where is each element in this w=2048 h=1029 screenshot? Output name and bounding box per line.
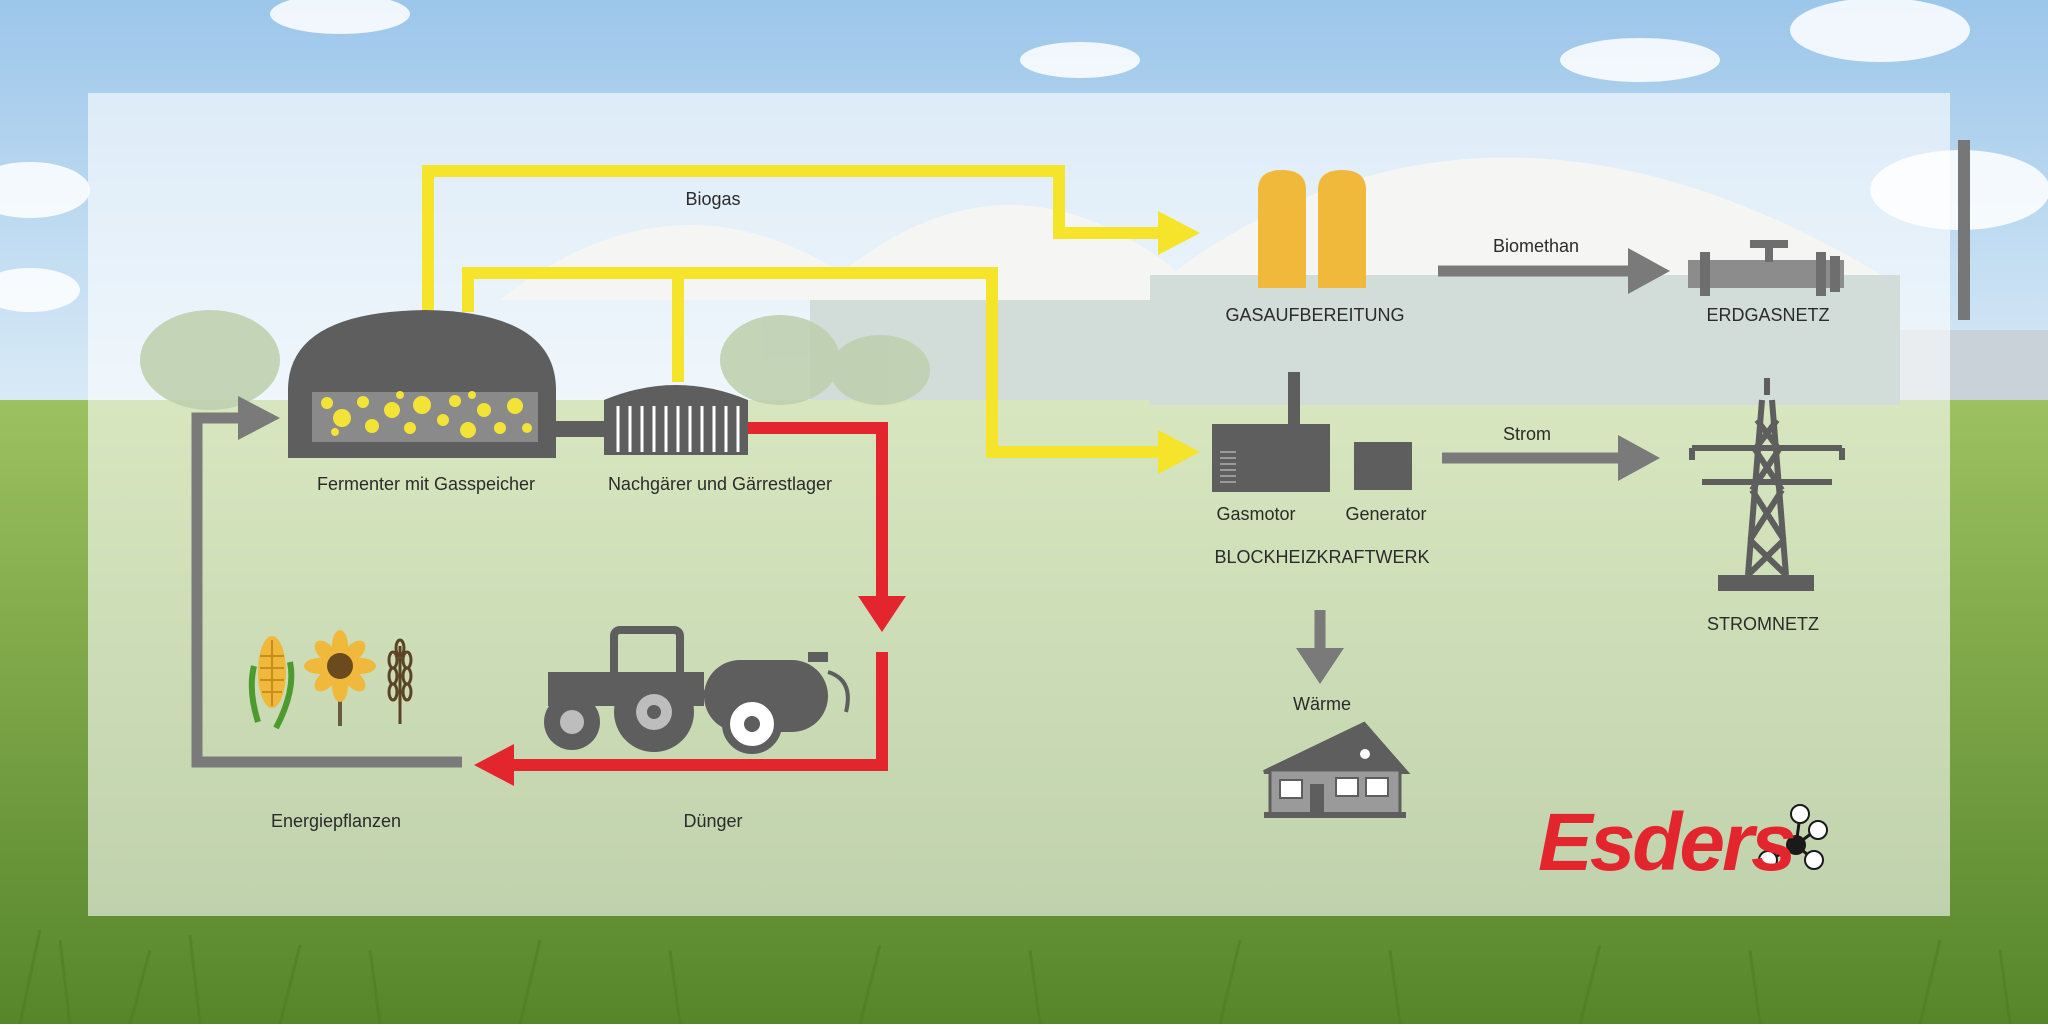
- grey-flow-lines: [191, 265, 1630, 768]
- biomethan-arrowhead: [1628, 248, 1670, 294]
- grass-blades: [18, 929, 2012, 1025]
- label-energiepflanzen: Energiepflanzen: [270, 811, 402, 831]
- label-strom: Strom: [1502, 424, 1552, 444]
- duenger-line-back: [512, 652, 888, 771]
- label-gasaufbereitung: GASAUFBEREITUNG: [1225, 305, 1405, 325]
- label-biogas: Biogas: [685, 189, 741, 209]
- fermenter-input-arrowhead: [238, 396, 280, 440]
- tractor-icon: [544, 626, 724, 752]
- energiepflanzen-loop-line: [191, 412, 462, 768]
- duenger-line-down: [748, 422, 888, 598]
- label-biomethan: Biomethan: [1492, 236, 1580, 256]
- label-fermenter: Fermenter mit Gasspeicher: [316, 474, 536, 494]
- label-erdgasnetz: ERDGASNETZ: [1706, 305, 1830, 325]
- gas-motor-icon: [1212, 372, 1330, 492]
- label-stromnetz: STROMNETZ: [1707, 614, 1819, 634]
- biogas-arrowhead-gasaufbereitung: [1158, 211, 1200, 255]
- biogas-arrowhead-bhkw: [1158, 430, 1200, 474]
- duenger-arrowhead-left: [474, 744, 514, 786]
- label-generator: Generator: [1345, 504, 1427, 524]
- wheat-icon: [387, 638, 413, 724]
- biogas-flow-lines: [422, 165, 1160, 458]
- nachgaerer-tank-icon: [604, 385, 748, 455]
- duenger-flow-lines: [512, 422, 888, 771]
- label-bhkw: BLOCKHEIZKRAFTWERK: [1214, 547, 1430, 567]
- slurry-tanker-icon: [704, 652, 850, 754]
- esders-logo: Esders: [1538, 797, 1797, 888]
- duenger-arrowheads: [474, 596, 906, 786]
- biogas-line-to-gasaufbereitung: [422, 165, 1160, 312]
- label-duenger: Dünger: [683, 811, 743, 831]
- gas-tanks-icon: [1258, 170, 1366, 288]
- waerme-arrowhead: [1296, 648, 1344, 684]
- label-waerme: Wärme: [1293, 694, 1351, 714]
- label-nachgaerer: Nachgärer und Gärrestlager: [607, 474, 833, 494]
- gas-pipe-icon: [1688, 240, 1844, 296]
- biogas-arrowheads: [1158, 211, 1200, 474]
- molecule-icon: [1758, 804, 1828, 870]
- power-pylon-icon: [1689, 378, 1845, 591]
- diagram-panel: [88, 93, 1950, 916]
- biogas-line-to-bhkw: [462, 267, 1160, 458]
- sunflower-icon: [304, 630, 376, 726]
- duenger-arrowhead-down: [858, 596, 906, 632]
- corn-icon: [248, 636, 295, 730]
- strom-arrowhead: [1618, 435, 1660, 481]
- grey-arrowheads: [238, 248, 1670, 684]
- fermenter-dome-icon: [288, 310, 606, 458]
- generator-icon: [1354, 442, 1412, 490]
- label-gasmotor: Gasmotor: [1216, 504, 1296, 524]
- house-icon: [1263, 721, 1411, 818]
